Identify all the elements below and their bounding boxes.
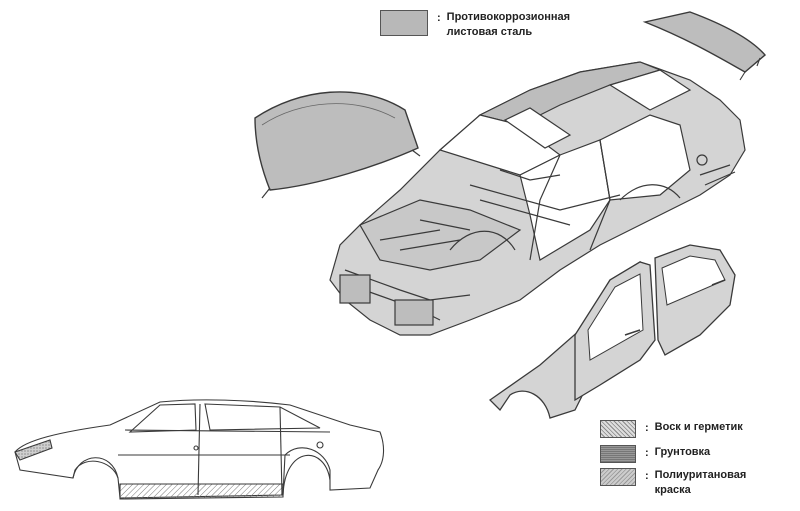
- front-door-panel: [574, 261, 656, 402]
- legend-colon: :: [437, 12, 441, 24]
- primer-swatch: [600, 445, 636, 463]
- legend-wax-label: Воск и герметик: [654, 421, 743, 433]
- legend-steel: : Противокоррозионная листовая сталь: [380, 10, 570, 40]
- legend-steel-line2: листовая сталь: [446, 26, 533, 38]
- steel-swatch: [380, 10, 428, 36]
- trunk-lid-panel: [642, 11, 766, 81]
- legend-steel-label: Противокоррозионная листовая сталь: [447, 10, 570, 40]
- legend-paint-line2: краска: [654, 484, 691, 496]
- body-in-white: [329, 61, 746, 336]
- legend-primer: : Грунтовка: [600, 445, 710, 463]
- rear-door-panel: [654, 244, 736, 356]
- hood-panel: [254, 91, 421, 199]
- paint-swatch: [600, 468, 636, 486]
- legend-steel-line1: Противокоррозионная: [446, 11, 571, 23]
- legend-paint: : Полиуритановая краска: [600, 468, 746, 498]
- legend-colon: :: [645, 422, 649, 434]
- wax-swatch: [600, 420, 636, 438]
- legend-paint-line1: Полиуритановая: [654, 469, 747, 481]
- legend-primer-label: Грунтовка: [654, 446, 711, 458]
- side-view-car: [14, 399, 385, 500]
- legend-colon: :: [645, 447, 649, 459]
- legend-paint-label: Полиуритановая краска: [655, 468, 747, 498]
- legend-colon: :: [645, 470, 649, 482]
- legend-wax: : Воск и герметик: [600, 420, 743, 438]
